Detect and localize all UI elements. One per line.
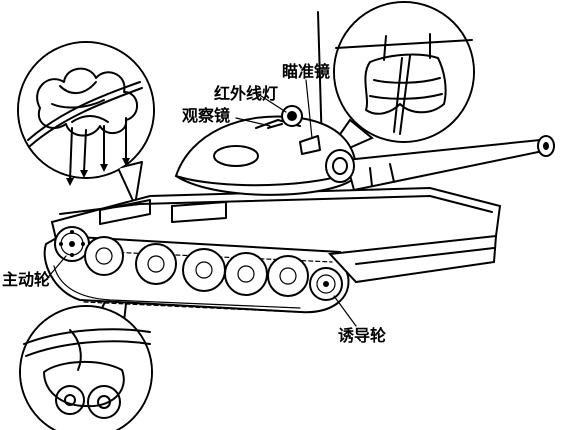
idler-wheel <box>309 267 343 301</box>
label-infrared-light: 红外线灯 <box>214 84 279 103</box>
label-drive-wheel: 主动轮 <box>2 270 51 289</box>
bottom-left-inset <box>19 247 153 430</box>
label-observation-scope: 观察镜 <box>182 106 231 125</box>
tank-body <box>43 11 555 327</box>
label-idler-wheel: 诱导轮 <box>338 326 387 345</box>
label-sight: 瞄准镜 <box>282 62 331 81</box>
drive-sprocket <box>54 226 90 262</box>
left-inset-bundle <box>17 41 155 206</box>
road-wheels <box>84 236 309 297</box>
main-gun <box>344 138 550 192</box>
observation-periscope <box>267 123 283 129</box>
right-inset-bundle <box>319 1 475 163</box>
